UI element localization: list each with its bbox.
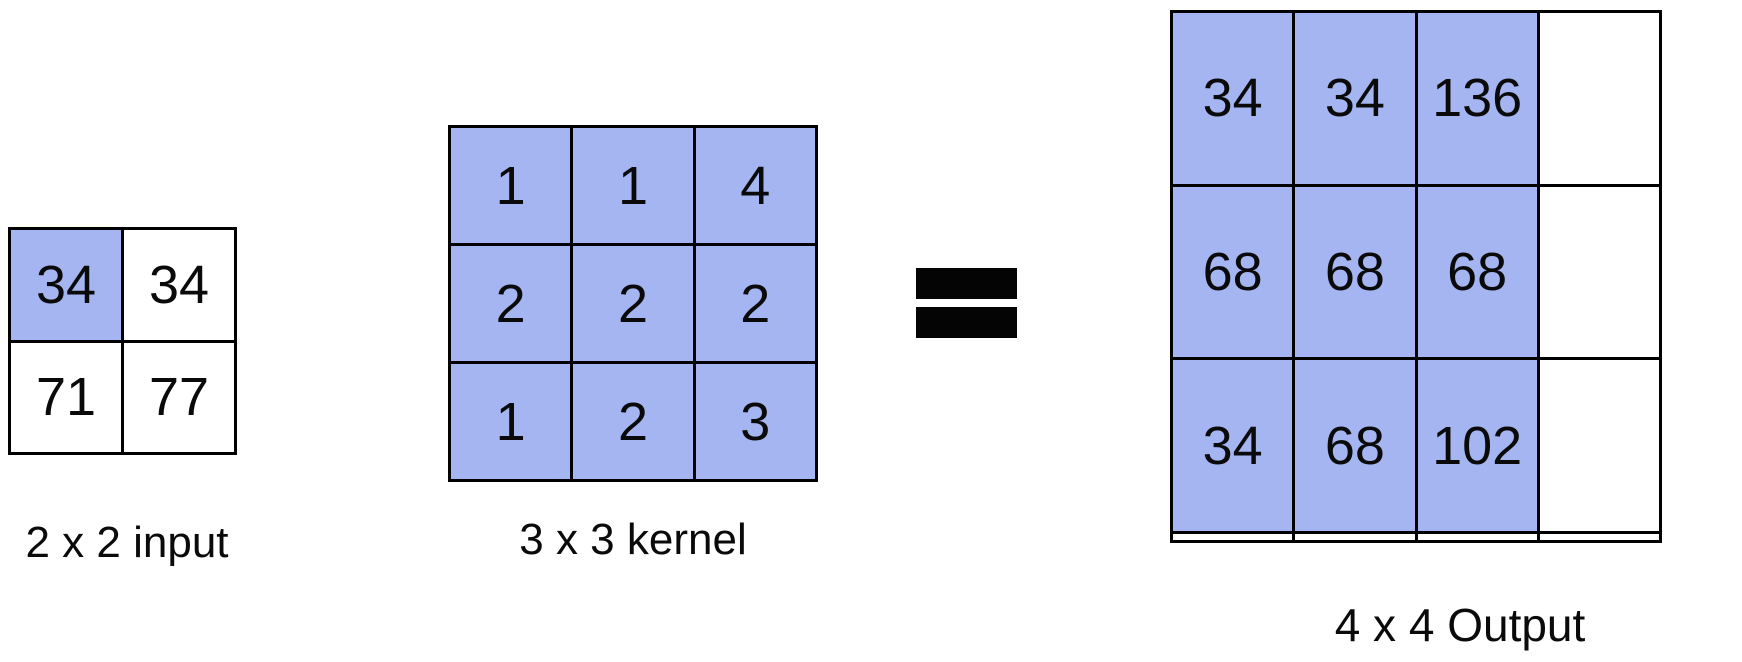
input-grid-label: 2 x 2 input <box>25 518 229 567</box>
input-cell-1-0: 71 <box>8 339 124 455</box>
output-cell-0-2: 136 <box>1414 10 1540 187</box>
input-cell-0-0: 34 <box>8 227 124 343</box>
output-cell-0-3 <box>1536 10 1663 187</box>
input-grid-row: 71 77 <box>8 339 237 455</box>
output-cell-3-3 <box>1536 530 1663 544</box>
output-cell-3-1 <box>1292 530 1418 544</box>
output-cell-1-0: 68 <box>1169 183 1296 361</box>
output-grid-row <box>1169 530 1663 544</box>
kernel-cell-0-2: 4 <box>692 125 819 246</box>
output-cell-2-0: 34 <box>1169 357 1296 534</box>
kernel-cell-0-1: 1 <box>570 125 696 246</box>
kernel-cell-2-2: 3 <box>692 361 819 482</box>
kernel-cell-2-0: 1 <box>447 361 574 482</box>
kernel-cell-2-1: 2 <box>570 361 696 482</box>
equals-bar-bottom <box>916 307 1017 338</box>
output-grid-label: 4 x 4 Output <box>1334 599 1586 651</box>
kernel-grid-row: 1 2 3 <box>447 361 819 482</box>
equals-sign <box>916 268 1017 339</box>
output-cell-2-3 <box>1536 357 1663 534</box>
output-cell-1-3 <box>1536 183 1663 361</box>
output-cell-2-2: 102 <box>1414 357 1540 534</box>
output-cell-1-1: 68 <box>1292 183 1418 361</box>
output-grid-row: 34 34 136 <box>1169 10 1663 187</box>
input-grid: 34 34 71 77 <box>8 227 237 455</box>
kernel-cell-1-2: 2 <box>692 243 819 364</box>
output-cell-3-2 <box>1414 530 1540 544</box>
kernel-cell-1-0: 2 <box>447 243 574 364</box>
kernel-grid-row: 1 1 4 <box>447 125 819 246</box>
output-grid-row: 34 68 102 <box>1169 357 1663 534</box>
input-grid-row: 34 34 <box>8 227 237 343</box>
input-cell-1-1: 77 <box>121 339 237 455</box>
output-grid-row: 68 68 68 <box>1169 183 1663 361</box>
output-cell-1-2: 68 <box>1414 183 1540 361</box>
kernel-grid: 1 1 4 2 2 2 1 2 3 <box>447 125 819 482</box>
kernel-cell-0-0: 1 <box>447 125 574 246</box>
kernel-cell-1-1: 2 <box>570 243 696 364</box>
output-cell-0-0: 34 <box>1169 10 1296 187</box>
output-cell-0-1: 34 <box>1292 10 1418 187</box>
output-grid: 34 34 136 68 68 68 34 68 102 <box>1169 10 1663 544</box>
equals-bar-top <box>916 268 1017 299</box>
kernel-grid-label: 3 x 3 kernel <box>519 515 747 564</box>
output-cell-2-1: 68 <box>1292 357 1418 534</box>
output-cell-3-0 <box>1169 530 1296 544</box>
kernel-grid-row: 2 2 2 <box>447 243 819 364</box>
input-cell-0-1: 34 <box>121 227 237 343</box>
